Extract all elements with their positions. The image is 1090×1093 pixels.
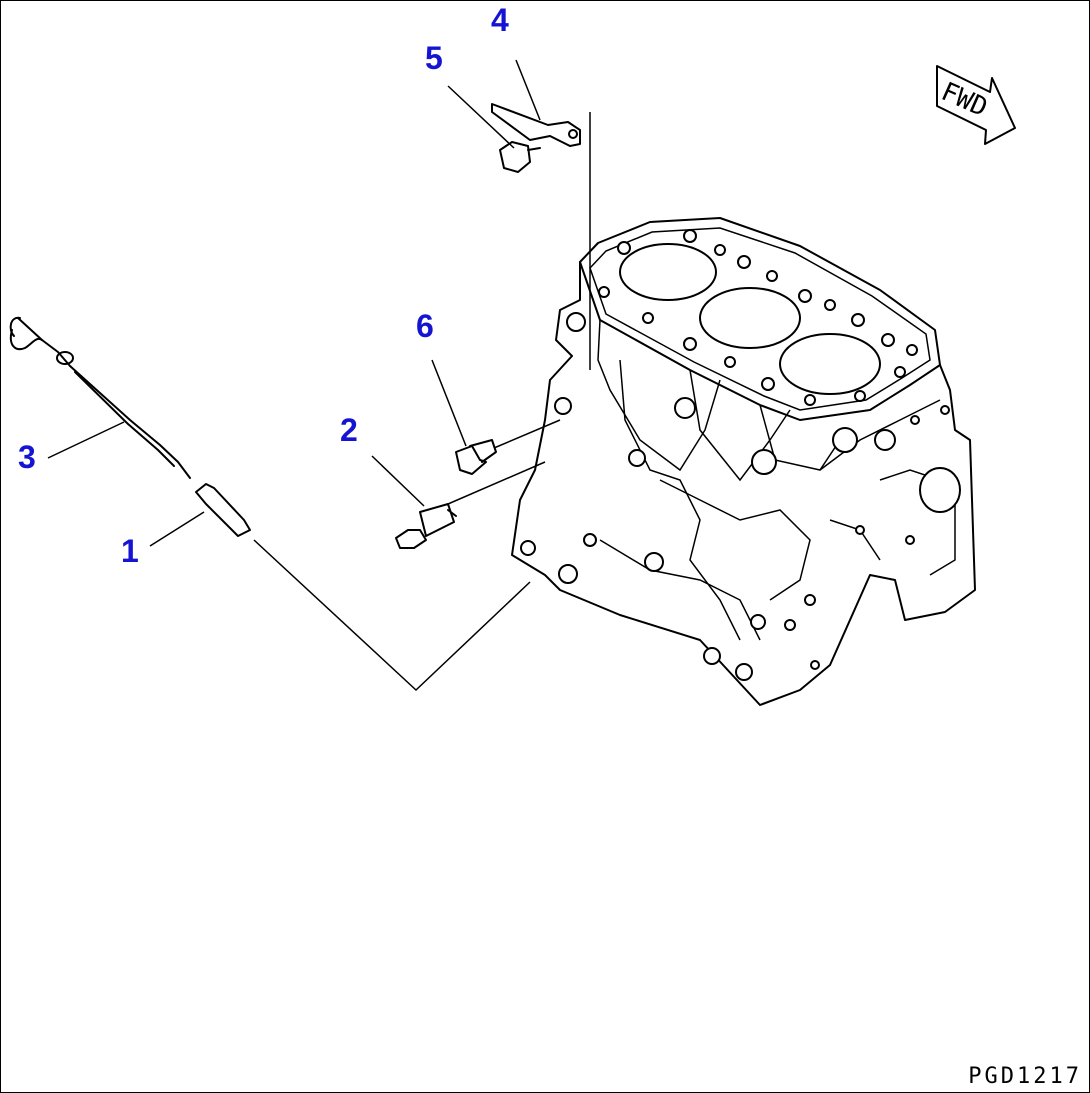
cylinder-bore-1 (619, 243, 717, 301)
engine-block (511, 217, 976, 706)
part-3-dipstick (9, 316, 191, 479)
callout-2: 2 (340, 412, 358, 448)
callout-5: 5 (425, 40, 443, 76)
callout-4: 4 (491, 2, 509, 38)
part-2-pressure-switch (395, 503, 457, 549)
leader-lines (47, 59, 591, 692)
drawing-code: PGD1217 (968, 1064, 1082, 1089)
part-1-guide-tube (195, 483, 251, 537)
callout-6: 6 (416, 308, 434, 344)
callout-1: 1 (121, 533, 139, 569)
callout-3: 3 (18, 439, 36, 475)
forward-arrow-icon: FWD (936, 65, 1016, 145)
part-5-bolt (499, 141, 541, 173)
part-4-bracket (491, 103, 581, 147)
cylinder-bore-3 (779, 333, 881, 395)
deck-holes (598, 229, 918, 406)
part-6-plug (455, 439, 497, 475)
cylinder-bore-2 (699, 287, 801, 349)
forward-arrow-label: FWD (937, 77, 992, 124)
